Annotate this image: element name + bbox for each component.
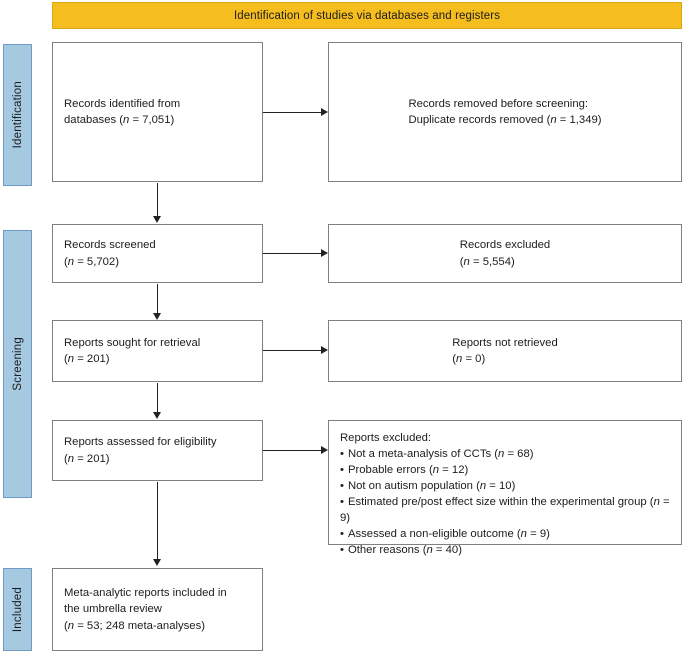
arrow-screened-to-sought xyxy=(157,284,159,313)
box-reports-excluded: Reports excluded: Not a meta-analysis of… xyxy=(328,420,682,556)
box-reports-assessed-line1: Reports assessed for eligibility xyxy=(64,436,217,449)
identification-banner: Identification of studies via databases … xyxy=(52,2,682,29)
box-reports-sought-line2: (n = 201) xyxy=(64,353,110,365)
reports-excluded-reason-list: Not a meta-analysis of CCTs (n = 68)Prob… xyxy=(340,446,670,558)
arrowhead-screened-to-sought xyxy=(153,313,162,320)
box-records-excluded: Records excluded (n = 5,554) xyxy=(328,224,682,283)
arrow-sought-to-assessed xyxy=(157,383,159,412)
box-records-screened-line1: Records screened xyxy=(64,239,156,252)
arrow-assessed-to-included xyxy=(157,482,159,559)
box-reports-not-retrieved-line2: (n = 0) xyxy=(452,353,486,365)
reports-excluded-reason: Not a meta-analysis of CCTs (n = 68) xyxy=(340,446,670,462)
stage-label-identification-text: Identification xyxy=(11,81,24,149)
box-reports-assessed: Reports assessed for eligibility (n = 20… xyxy=(52,420,263,481)
box-reports-not-retrieved: Reports not retrieved (n = 0) xyxy=(328,320,682,382)
box-records-removed-line1: Records removed before screening: xyxy=(408,97,589,110)
arrowhead-screened-to-excluded xyxy=(321,248,328,257)
arrow-sought-to-not-retrieved xyxy=(263,350,321,352)
box-records-identified-line2: databases (n = 7,051) xyxy=(64,114,175,126)
arrowhead-identified-to-removed xyxy=(321,107,328,116)
box-reports-included-line2: the umbrella review xyxy=(64,603,162,616)
box-reports-excluded-heading: Reports excluded: xyxy=(340,432,432,444)
box-records-screened-line2: (n = 5,702) xyxy=(64,255,119,268)
stage-label-screening-text: Screening xyxy=(11,337,24,391)
arrow-identified-to-screened xyxy=(157,183,159,216)
arrow-assessed-to-reports-excluded xyxy=(263,450,321,452)
reports-excluded-reason: Not on autism population (n = 10) xyxy=(340,478,670,494)
arrow-screened-to-excluded xyxy=(263,253,321,255)
box-records-excluded-line2: (n = 5,554) xyxy=(459,255,515,268)
arrowhead-sought-to-assessed xyxy=(153,412,162,419)
box-reports-included-line3: (n = 53; 248 meta-analyses) xyxy=(64,619,205,632)
arrow-identified-to-removed xyxy=(263,112,321,114)
reports-excluded-reason: Other reasons (n = 40) xyxy=(340,542,670,558)
arrowhead-identified-to-screened xyxy=(153,216,162,223)
box-records-identified: Records identified from databases (n = 7… xyxy=(52,42,263,182)
arrowhead-sought-to-not-retrieved xyxy=(321,345,328,354)
box-reports-included: Meta-analytic reports included in the um… xyxy=(52,568,263,651)
box-reports-included-line1: Meta-analytic reports included in xyxy=(64,587,227,600)
stage-label-identification: Identification xyxy=(3,44,32,186)
box-records-excluded-line1: Records excluded xyxy=(459,239,551,252)
stage-label-included: Included xyxy=(3,568,32,651)
reports-excluded-reason: Assessed a non-eligible outcome (n = 9) xyxy=(340,526,670,542)
box-records-removed: Records removed before screening: Duplic… xyxy=(328,42,682,182)
banner-title: Identification of studies via databases … xyxy=(233,9,501,22)
reports-excluded-reason: Probable errors (n = 12) xyxy=(340,462,670,478)
arrowhead-assessed-to-reports-excluded xyxy=(321,445,328,454)
box-records-removed-line2: Duplicate records removed (n = 1,349) xyxy=(408,114,602,126)
box-reports-sought: Reports sought for retrieval (n = 201) xyxy=(52,320,263,382)
reports-excluded-reason: Estimated pre/post effect size within th… xyxy=(340,494,670,526)
box-records-identified-line1: Records identified from xyxy=(64,97,181,110)
box-reports-not-retrieved-line1: Reports not retrieved xyxy=(452,336,558,349)
box-reports-assessed-line2: (n = 201) xyxy=(64,452,110,465)
arrowhead-assessed-to-included xyxy=(153,559,162,566)
stage-label-included-text: Included xyxy=(11,586,24,633)
box-records-screened: Records screened (n = 5,702) xyxy=(52,224,263,283)
stage-label-screening: Screening xyxy=(3,230,32,498)
box-reports-sought-line1: Reports sought for retrieval xyxy=(64,336,201,349)
